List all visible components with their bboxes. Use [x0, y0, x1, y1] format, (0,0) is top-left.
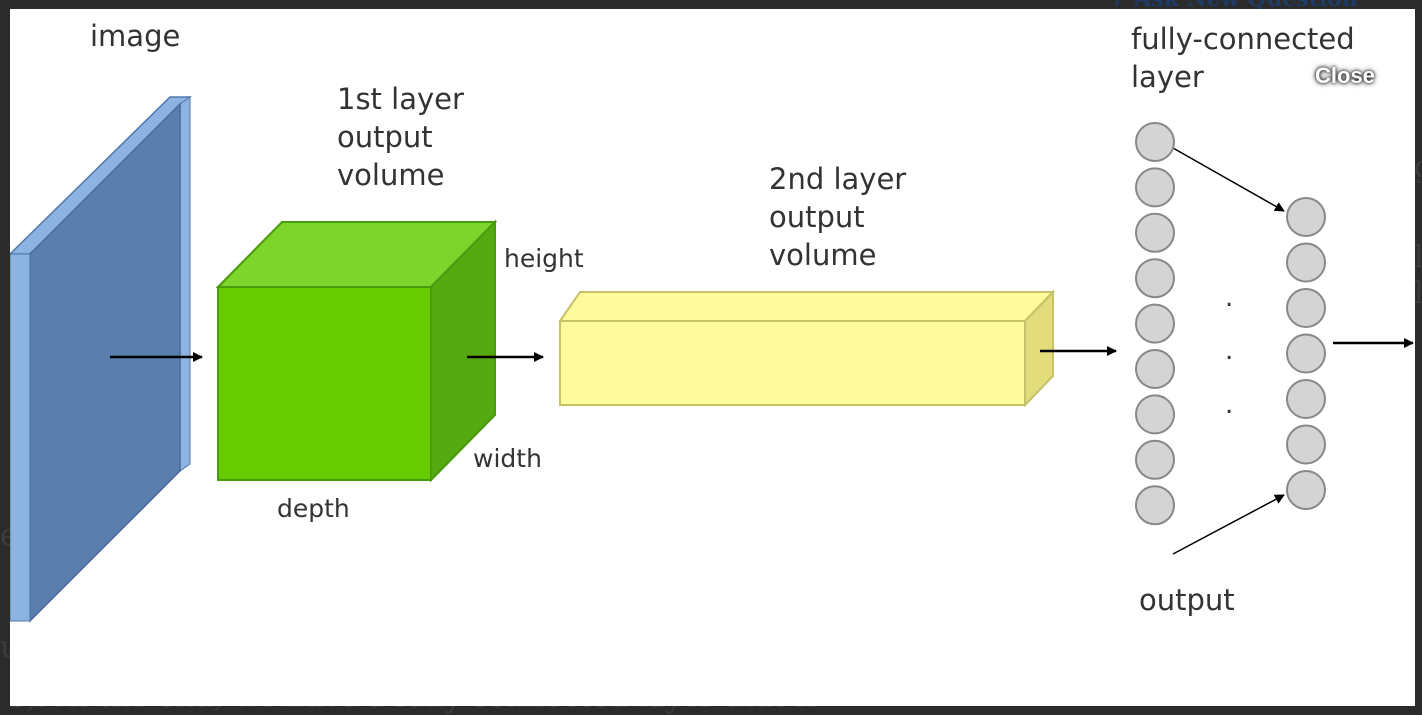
layer1-label-line1: 1st layer: [337, 82, 464, 116]
fc-output-neuron: [1286, 197, 1326, 237]
arrow-fc-top-connection: [1172, 147, 1285, 212]
fc-input-neuron: [1135, 258, 1175, 299]
input-image-plane: [10, 96, 192, 623]
ellipsis-dot: .: [1225, 390, 1233, 420]
height-label: height: [504, 244, 584, 273]
fc-output-neuron: [1286, 470, 1326, 510]
ellipsis-dot: .: [1225, 283, 1233, 313]
layer2-label-line2: output: [769, 200, 865, 234]
fc-output-neuron: [1286, 242, 1326, 283]
layer1-label-line2: output: [337, 120, 433, 154]
bar-top-face: [558, 291, 1056, 322]
width-label: width: [473, 444, 542, 473]
layer2-label-line3: volume: [769, 238, 876, 272]
image-plane-face: [29, 102, 181, 623]
layer2-label-line1: 2nd layer: [769, 162, 906, 196]
fc-output-neurons: [1286, 197, 1326, 510]
fc-output-neuron: [1286, 333, 1326, 374]
fc-input-neuron: [1135, 439, 1175, 480]
fc-input-neuron: [1135, 122, 1175, 162]
fc-input-neuron: [1135, 349, 1175, 389]
fc-output-neuron: [1286, 379, 1326, 419]
image-plane-left-edge: [10, 253, 31, 622]
cube-front-face: [217, 286, 432, 481]
fc-input-neuron: [1135, 167, 1175, 208]
background-article-fragment: l: [1414, 240, 1422, 275]
fc-label-line1: fully-connected: [1131, 22, 1355, 56]
cnn-architecture-diagram: image 1st layer output volume height wid…: [10, 19, 1414, 623]
fc-input-neuron: [1135, 212, 1175, 253]
output-label: output: [1139, 583, 1235, 617]
ellipsis-dot: .: [1225, 336, 1233, 366]
fc-output-neuron: [1286, 424, 1326, 465]
fc-input-neuron: [1135, 485, 1175, 526]
background-article-fragment: g: [1414, 150, 1422, 185]
background-article-fragment: l: [1414, 276, 1422, 311]
layer1-label-line3: volume: [337, 158, 444, 192]
close-button[interactable]: Close: [1315, 63, 1375, 88]
first-layer-volume-cube: [215, 219, 498, 483]
depth-label: depth: [277, 494, 350, 523]
image-plane-side-edge: [179, 96, 191, 472]
image-label: image: [90, 19, 180, 53]
fc-input-neuron: [1135, 303, 1175, 344]
fc-label-line2: layer: [1131, 60, 1204, 94]
image-lightbox: image 1st layer output volume height wid…: [10, 9, 1415, 706]
arrow-fc-bottom-connection: [1172, 494, 1285, 555]
second-layer-volume-bar: [558, 289, 1056, 408]
fc-output-neuron: [1286, 288, 1326, 328]
bar-front-face: [559, 320, 1026, 406]
fc-input-neuron: [1135, 394, 1175, 435]
fc-input-neurons: [1135, 122, 1175, 526]
